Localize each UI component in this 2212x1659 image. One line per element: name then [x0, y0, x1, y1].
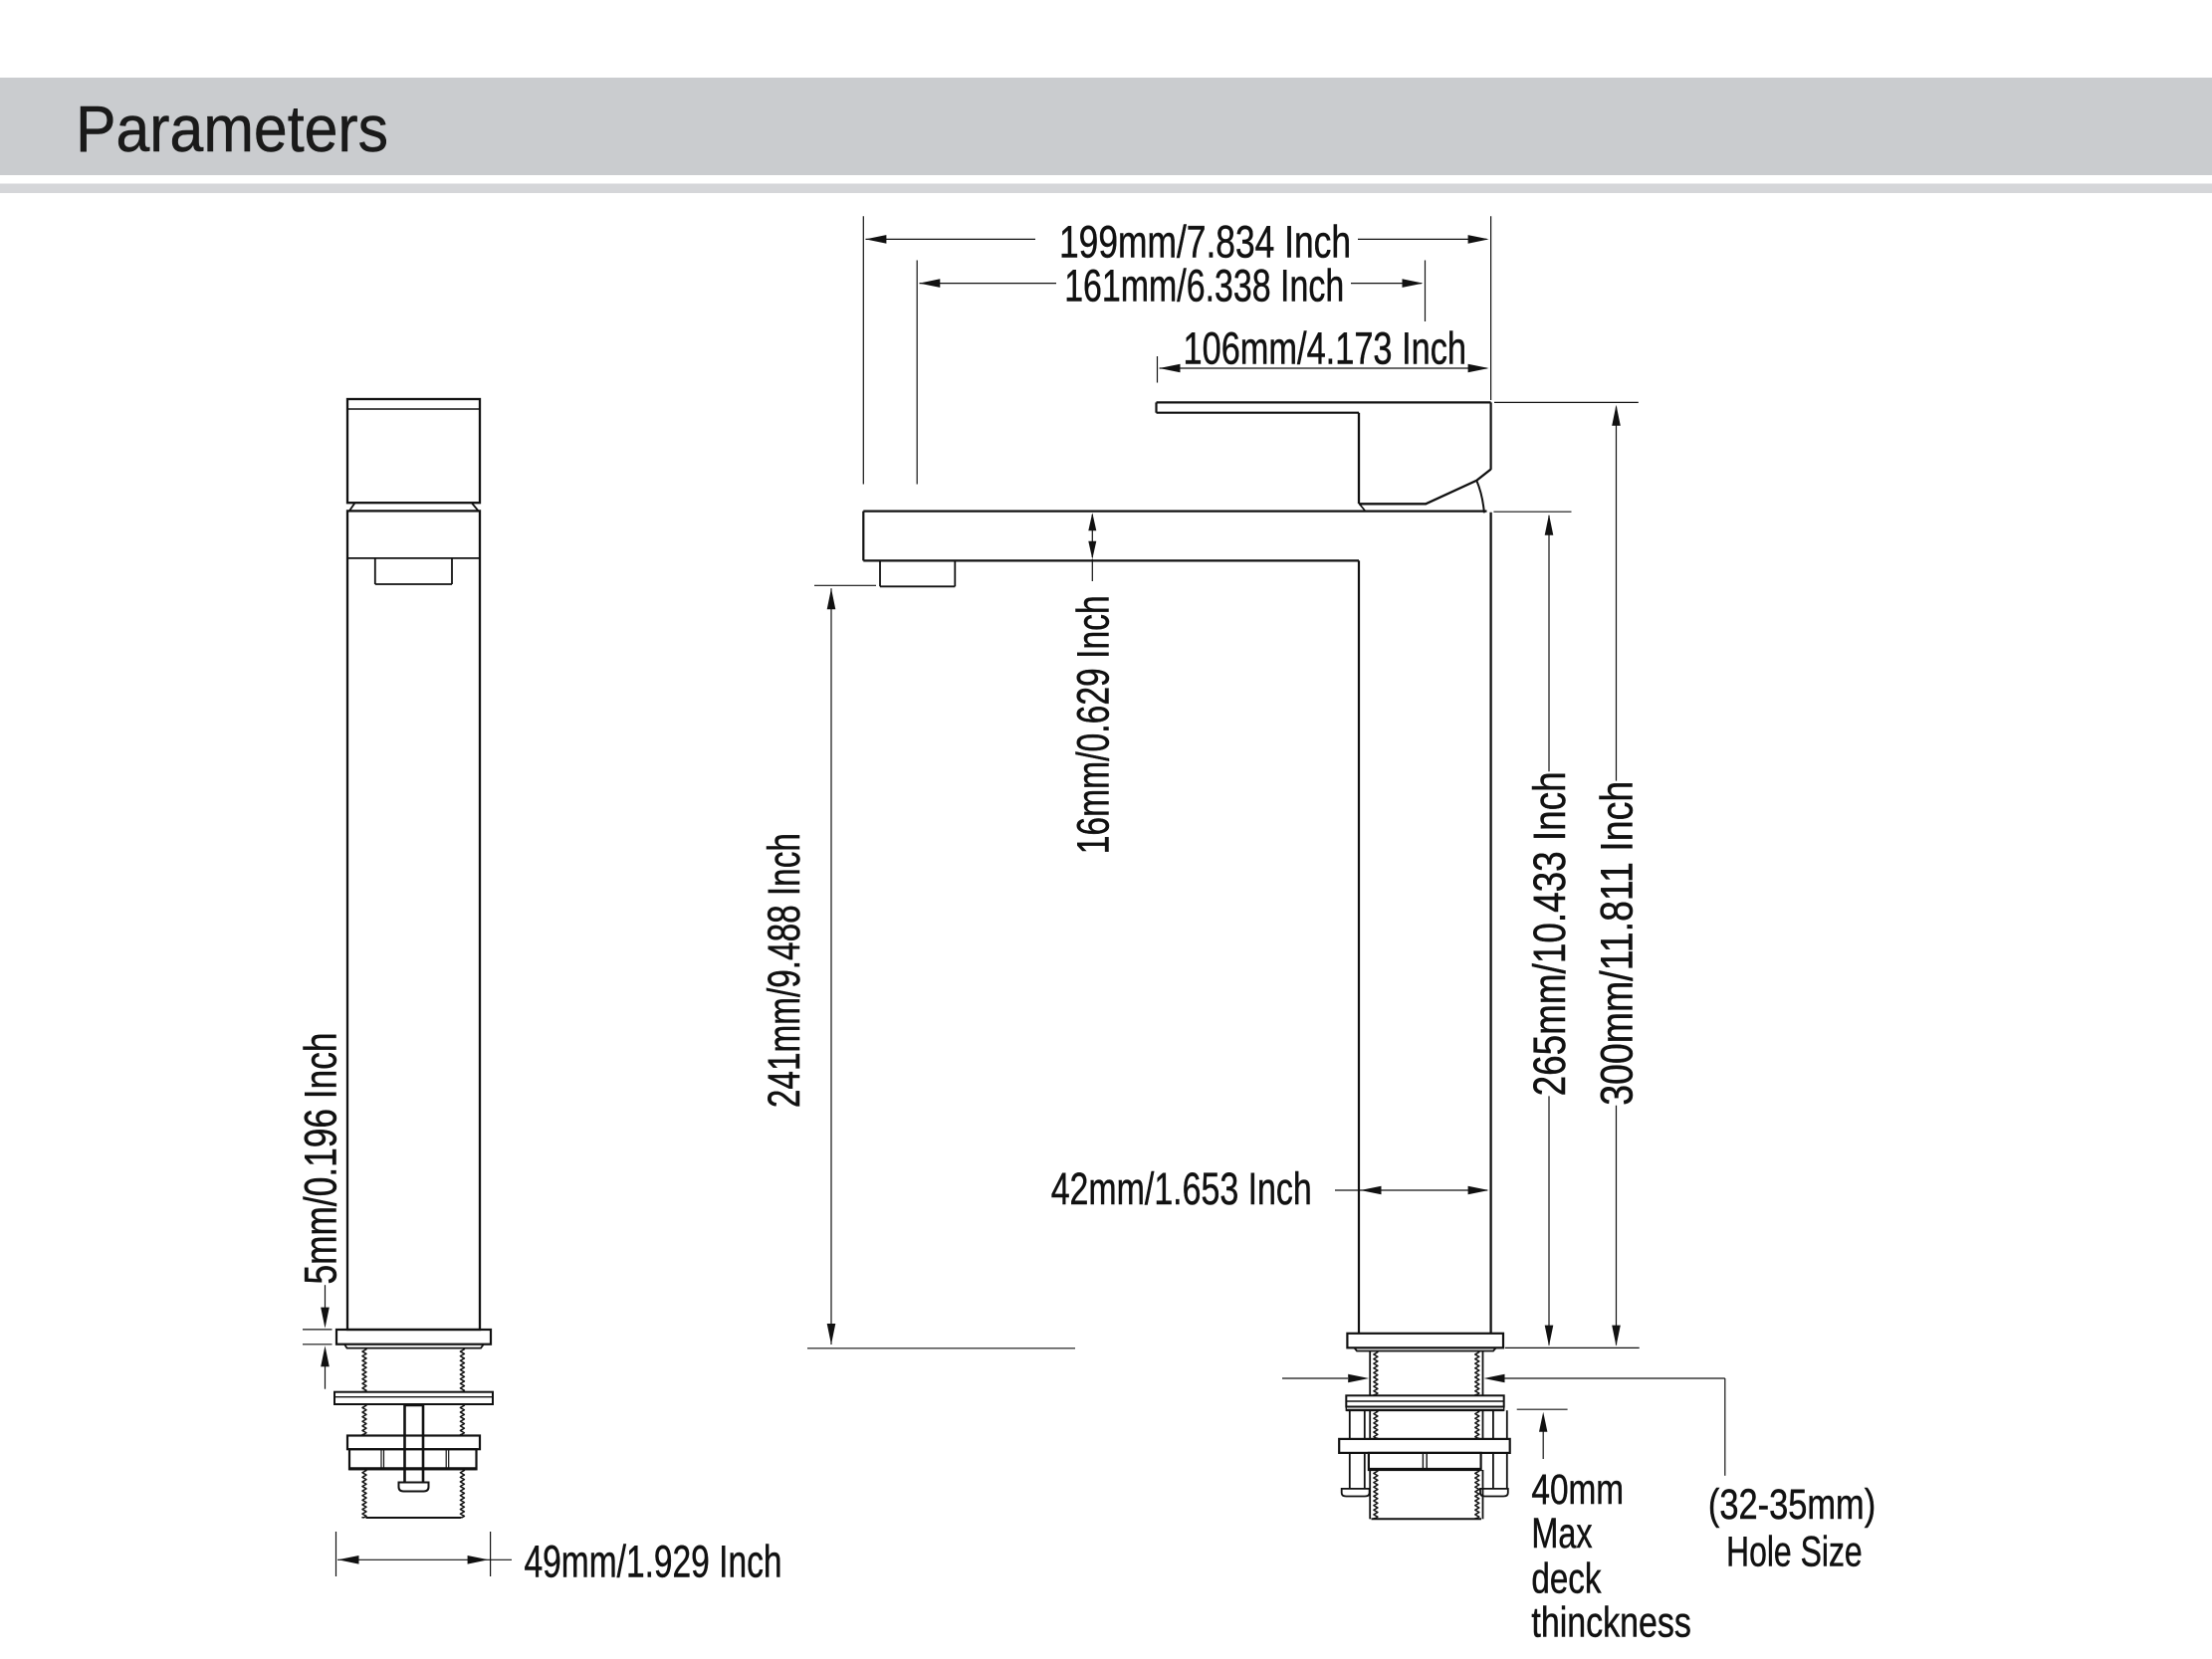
svg-text:265mm/10.433 Inch: 265mm/10.433 Inch	[1524, 771, 1575, 1096]
svg-text:(32-35mm): (32-35mm)	[1708, 1481, 1876, 1529]
svg-text:241mm/9.488 Inch: 241mm/9.488 Inch	[759, 833, 809, 1108]
svg-text:16mm/0.629 Inch: 16mm/0.629 Inch	[1068, 595, 1119, 854]
svg-text:deck: deck	[1531, 1555, 1601, 1602]
svg-text:Hole Size: Hole Size	[1726, 1528, 1863, 1575]
svg-text:199mm/7.834 Inch: 199mm/7.834 Inch	[1059, 216, 1351, 267]
svg-text:49mm/1.929 Inch: 49mm/1.929 Inch	[525, 1536, 782, 1586]
svg-text:300mm/11.811 Inch: 300mm/11.811 Inch	[1592, 781, 1643, 1106]
svg-text:161mm/6.338 Inch: 161mm/6.338 Inch	[1064, 261, 1344, 311]
svg-text:40mm: 40mm	[1531, 1466, 1624, 1514]
svg-text:5mm/0.196 Inch: 5mm/0.196 Inch	[296, 1033, 346, 1285]
svg-text:Max: Max	[1531, 1510, 1592, 1557]
svg-text:42mm/1.653 Inch: 42mm/1.653 Inch	[1051, 1163, 1312, 1214]
svg-text:Parameters: Parameters	[76, 92, 388, 165]
svg-text:thinckness: thinckness	[1531, 1598, 1691, 1646]
svg-text:106mm/4.173 Inch: 106mm/4.173 Inch	[1184, 322, 1467, 373]
